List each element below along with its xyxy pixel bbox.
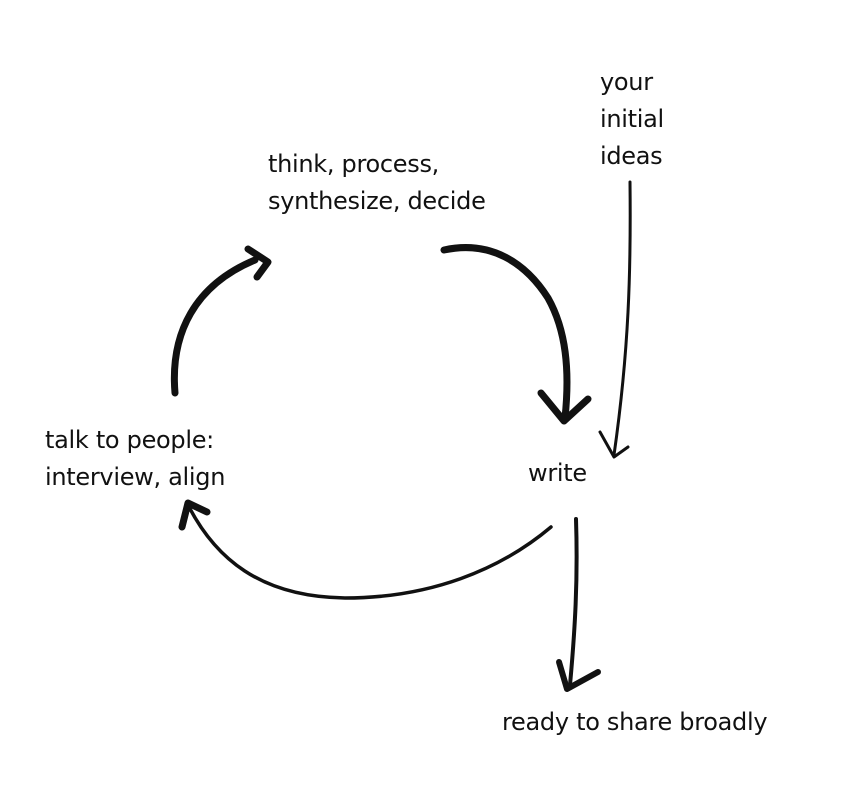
node-share-line-1: ready to share broadly <box>502 708 768 736</box>
node-think-line-2: synthesize, decide <box>268 187 486 215</box>
node-talk-line-1: talk to people: <box>45 426 214 454</box>
node-share: ready to share broadly <box>502 704 768 741</box>
edge-think-to-write <box>440 244 592 425</box>
node-initial-ideas-line-1: your <box>600 68 653 96</box>
edge-write-to-talk <box>186 503 553 600</box>
node-talk: talk to people: interview, align <box>45 422 225 496</box>
node-initial-ideas-line-2: initial <box>600 105 664 133</box>
node-write-line-1: write <box>528 459 587 487</box>
edge-ideas-to-write <box>598 180 632 459</box>
node-initial-ideas: your initial ideas <box>600 64 664 175</box>
edge-talk-to-think <box>170 245 272 397</box>
node-think-line-1: think, process, <box>268 150 440 178</box>
edge-write-to-talk-head <box>178 499 211 531</box>
node-initial-ideas-line-3: ideas <box>600 142 663 170</box>
node-talk-line-2: interview, align <box>45 463 226 491</box>
edge-write-to-share <box>568 517 579 687</box>
edge-write-to-share-head <box>556 659 601 692</box>
node-think: think, process, synthesize, decide <box>268 146 486 220</box>
node-write: write <box>528 455 587 492</box>
